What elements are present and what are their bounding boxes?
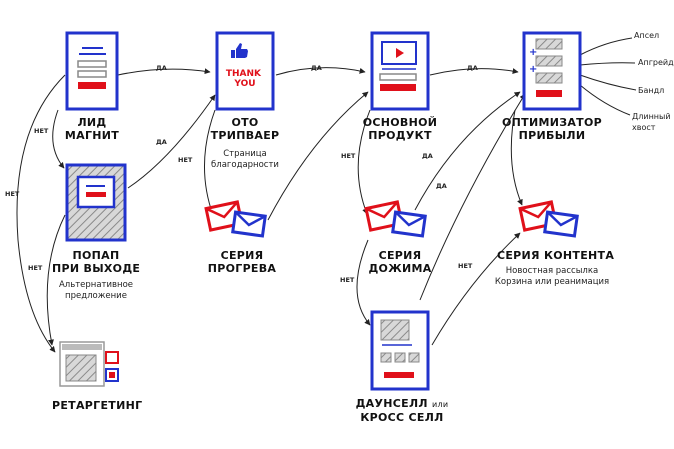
edge-label-no: НЕТ bbox=[5, 190, 20, 198]
edge-label-no: НЕТ bbox=[178, 156, 193, 164]
edge-downsell-to-optimizer bbox=[419, 93, 526, 301]
branch-long-tail: Длинный хвост bbox=[632, 112, 671, 132]
edge-label-yes: ДА bbox=[467, 64, 478, 72]
downsell-title-or: или bbox=[431, 400, 449, 409]
edge-label-yes: ДА bbox=[436, 182, 447, 190]
edge-label-no: НЕТ bbox=[340, 276, 355, 284]
core-product-title: ОСНОВНОЙ ПРОДУКТ bbox=[362, 116, 438, 142]
edge-downsell-to-content bbox=[431, 232, 521, 346]
video-play-icon bbox=[396, 48, 404, 58]
exit-popup-title: ПОПАП ПРИ ВЫХОДЕ bbox=[52, 249, 141, 275]
edge-label-yes: ДА bbox=[311, 64, 322, 72]
edge-followup-to-optimizer bbox=[414, 91, 521, 211]
thumbs-up-icon bbox=[231, 43, 248, 58]
followup-series-title: СЕРИЯ ДОЖИМА bbox=[368, 249, 432, 275]
edge-label-no: НЕТ bbox=[341, 152, 356, 160]
branch-line-3 bbox=[579, 74, 637, 91]
edge-popup-to-oto bbox=[127, 94, 216, 189]
edge-lead-to-retargeting bbox=[16, 74, 66, 353]
edge-label-no: НЕТ bbox=[34, 127, 49, 135]
exit-popup-page bbox=[65, 163, 127, 242]
edge-core-to-optimizer bbox=[429, 68, 519, 76]
branch-upgrade: Апгрейд bbox=[638, 58, 674, 67]
content-series-title: СЕРИЯ КОНТЕНТА bbox=[497, 249, 615, 262]
edge-lead-to-oto bbox=[117, 68, 211, 76]
downsell-page bbox=[370, 310, 430, 391]
warmup-series-title: СЕРИЯ ПРОГРЕВА bbox=[207, 249, 277, 275]
connectors bbox=[16, 37, 637, 353]
profit-optimizer-page: + + bbox=[522, 31, 582, 111]
edge-followup-to-downsell bbox=[356, 239, 371, 326]
branch-line-4 bbox=[579, 84, 631, 116]
thank-you-text: THANK YOU bbox=[226, 69, 264, 89]
edge-core-to-followup bbox=[357, 109, 371, 215]
warmup-email-icon bbox=[204, 200, 267, 238]
content-email-icon bbox=[518, 200, 579, 238]
oto-title: ОТО ТРИПВАЕР bbox=[210, 116, 280, 142]
core-product-page bbox=[370, 31, 430, 111]
edge-label-yes: ДА bbox=[156, 64, 167, 72]
exit-popup-subtitle: Альтернативное предложение bbox=[58, 280, 134, 301]
lead-magnet-title: ЛИД МАГНИТ bbox=[64, 116, 120, 142]
retargeting-title: РЕТАРГЕТИНГ bbox=[52, 399, 143, 412]
edge-popup-to-retargeting bbox=[46, 214, 66, 346]
edge-label-no: НЕТ bbox=[458, 262, 473, 270]
edge-label-yes: ДА bbox=[422, 152, 433, 160]
oto-tripwire-page: THANK YOU bbox=[215, 31, 275, 111]
lead-magnet-page bbox=[65, 31, 119, 111]
edge-label-no: НЕТ bbox=[28, 264, 43, 272]
branch-line-2 bbox=[579, 62, 636, 66]
edge-warmup-to-core bbox=[267, 91, 369, 221]
edge-oto-to-core bbox=[275, 67, 366, 76]
edge-oto-to-warmup bbox=[203, 109, 216, 216]
downsell-title-main: ДАУНСЕЛЛ bbox=[355, 397, 428, 410]
branch-upsell: Апсел bbox=[634, 31, 660, 40]
edge-label-yes: ДА bbox=[156, 138, 167, 146]
branch-line-1 bbox=[579, 37, 633, 56]
content-series-subtitle: Новостная рассылка Корзина или реанимаци… bbox=[494, 266, 610, 287]
branch-bundle: Бандл bbox=[638, 86, 665, 95]
retargeting-page bbox=[59, 341, 119, 387]
edge-optimizer-to-content bbox=[510, 109, 523, 206]
downsell-title: ДАУНСЕЛЛ или КРОСС СЕЛЛ bbox=[352, 397, 452, 424]
svg-text:+: + bbox=[529, 47, 537, 58]
oto-subtitle: Страница благодарности bbox=[211, 149, 279, 170]
edge-lead-to-popup bbox=[52, 109, 65, 169]
profit-optimizer-title: ОПТИМИЗАТОР ПРИБЫЛИ bbox=[502, 116, 602, 142]
downsell-title-line2: КРОСС СЕЛЛ bbox=[360, 411, 444, 424]
followup-email-icon bbox=[364, 200, 427, 238]
svg-text:+: + bbox=[529, 64, 537, 75]
